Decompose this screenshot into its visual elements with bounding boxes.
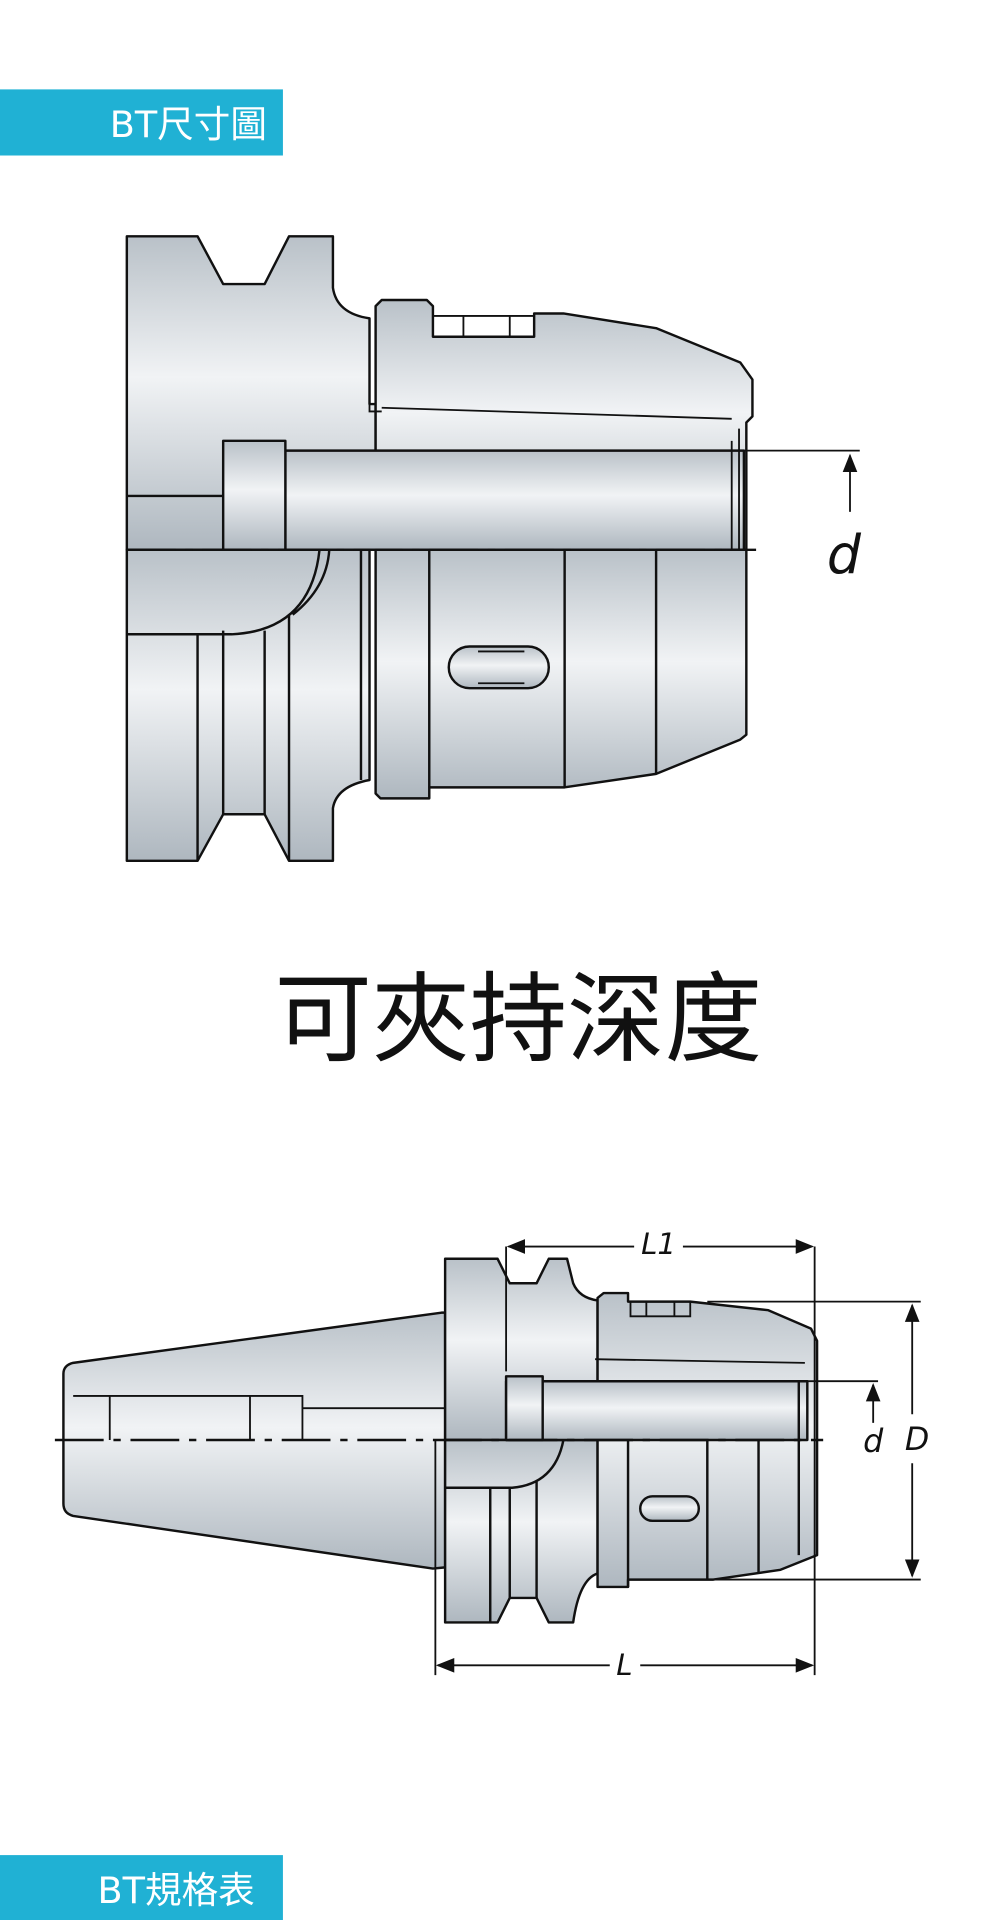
dimension-drawing-header: BT尺寸圖 [0,89,283,156]
lower-flange [125,548,371,863]
clamping-depth-caption: 可夾持深度 [274,963,762,1077]
dimension-L-label: L [616,1648,632,1682]
lower-nut [374,548,748,800]
dimension-d-label: d [827,523,862,586]
dimension-drawing-header-label: BT尺寸圖 [110,103,267,146]
flange-lower [443,1438,599,1624]
dimension-L1-label: L1 [641,1227,676,1261]
key-slot [639,1495,700,1523]
bore [284,449,746,552]
stop-block [504,1375,544,1442]
spec-table-header-label: BT規格表 [98,1869,255,1912]
bore [504,1380,809,1442]
key-slot [447,645,550,690]
bt-holder-full-drawing: L1 L d D [54,1227,929,1682]
dimension-d-label: d [863,1424,884,1460]
clamping-depth-drawing: d [125,235,862,863]
spec-table-header: BT規格表 [0,1855,283,1920]
dimension-D-label: D [905,1422,929,1458]
stop-block [221,439,287,552]
